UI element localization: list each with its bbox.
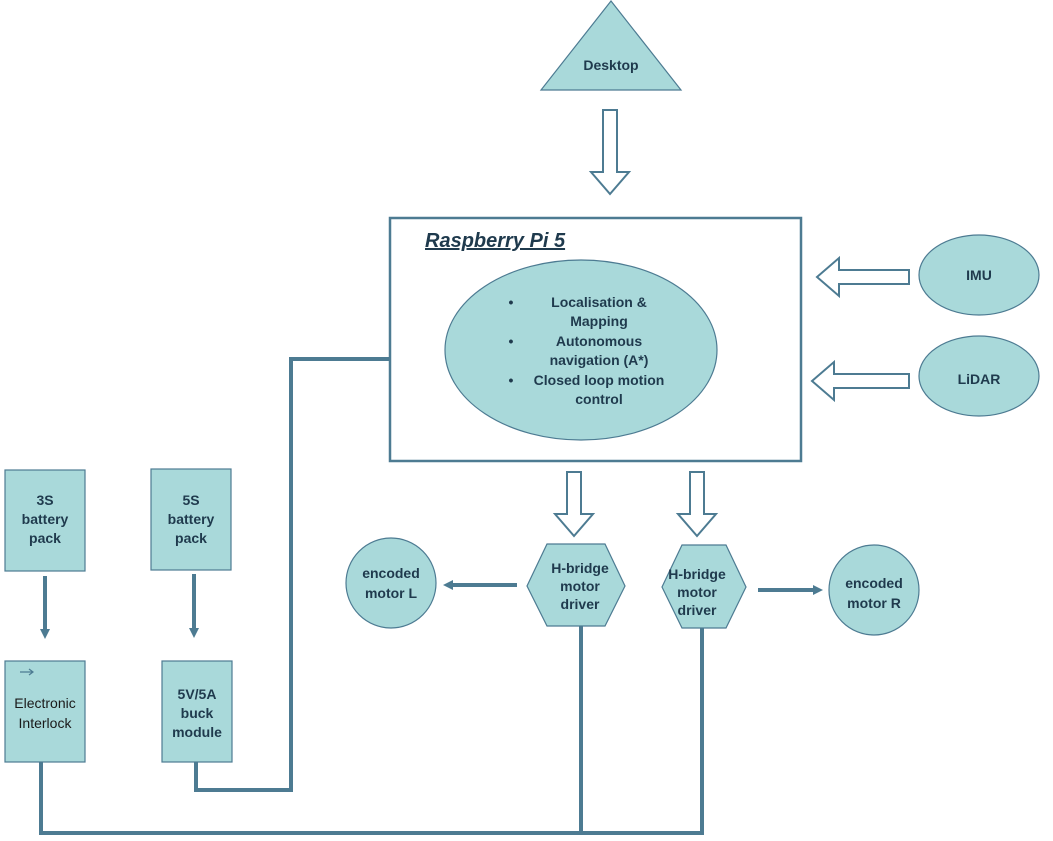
arrow-imu-to-pi bbox=[815, 255, 910, 299]
bullet-2: • bbox=[509, 333, 514, 349]
battery-3s-line-2: battery bbox=[22, 511, 69, 527]
wire-hbridge-r-return bbox=[581, 626, 704, 835]
hbridge-r-line-2: motor bbox=[677, 584, 717, 600]
battery-5s-node: 5S battery pack bbox=[150, 468, 232, 571]
pi-functions-ellipse bbox=[444, 259, 718, 441]
lidar-node: LiDAR bbox=[918, 335, 1040, 417]
hbridge-l-line-1: H-bridge bbox=[551, 560, 609, 576]
desktop-label: Desktop bbox=[583, 57, 638, 73]
function-3-line-1: Closed loop motion bbox=[534, 372, 665, 388]
pi-title: Raspberry Pi 5 bbox=[425, 230, 566, 252]
desktop-node: Desktop bbox=[539, 0, 683, 91]
raspberry-pi-block: Raspberry Pi 5 • Localisation & Mapping … bbox=[388, 216, 803, 463]
motor-l-line-2: motor L bbox=[365, 585, 418, 601]
function-2-line-1: Autonomous bbox=[556, 333, 643, 349]
bullet-3: • bbox=[509, 372, 514, 388]
pi-function-list: • Localisation & Mapping • Autonomous na… bbox=[509, 294, 665, 407]
motor-r-line-2: motor R bbox=[847, 595, 901, 611]
arrow-pi-to-hbridge-r bbox=[675, 471, 719, 538]
imu-node: IMU bbox=[918, 234, 1040, 316]
battery-5s-line-3: pack bbox=[175, 530, 207, 546]
interlock-line-1: Electronic bbox=[14, 695, 75, 711]
buck-line-2: buck bbox=[181, 705, 214, 721]
battery-3s-line-3: pack bbox=[29, 530, 61, 546]
motor-right-node: encoded motor R bbox=[828, 544, 920, 636]
wire-interlock-to-hbridge-l bbox=[39, 625, 583, 835]
lidar-label: LiDAR bbox=[958, 371, 1001, 387]
interlock-node: Electronic Interlock bbox=[4, 660, 86, 763]
arrow-desktop-to-pi bbox=[588, 109, 632, 196]
wire-pi-to-buck bbox=[194, 357, 392, 792]
interlock-line-2: Interlock bbox=[19, 715, 73, 731]
motor-r-line-1: encoded bbox=[845, 575, 903, 591]
hbridge-left-node: H-bridge motor driver bbox=[526, 543, 626, 627]
battery-3s-line-1: 3S bbox=[36, 492, 53, 508]
function-3-line-2: control bbox=[575, 391, 622, 407]
arrow-pi-to-hbridge-l bbox=[552, 471, 596, 538]
buck-line-3: module bbox=[172, 724, 222, 740]
small-arrow-icon bbox=[20, 668, 34, 676]
arrow-lidar-to-pi bbox=[810, 359, 910, 403]
hbridge-l-line-2: motor bbox=[560, 578, 600, 594]
function-1-line-2: Mapping bbox=[570, 313, 628, 329]
motor-l-line-1: encoded bbox=[362, 565, 420, 581]
buck-line-1: 5V/5A bbox=[178, 686, 217, 702]
bullet-1: • bbox=[509, 294, 514, 310]
buck-module-node: 5V/5A buck module bbox=[161, 660, 233, 763]
function-2-line-2: navigation (A*) bbox=[550, 352, 649, 368]
battery-5s-line-2: battery bbox=[168, 511, 215, 527]
function-1-line-1: Localisation & bbox=[551, 294, 647, 310]
motor-left-node: encoded motor L bbox=[345, 537, 437, 629]
hbridge-l-line-3: driver bbox=[561, 596, 600, 612]
hbridge-r-line-1: H-bridge bbox=[668, 566, 726, 582]
imu-label: IMU bbox=[966, 267, 992, 283]
hbridge-right-node: H-bridge motor driver bbox=[661, 544, 747, 629]
battery-5s-line-1: 5S bbox=[182, 492, 199, 508]
battery-3s-node: 3S battery pack bbox=[4, 469, 86, 572]
hbridge-r-line-3: driver bbox=[678, 602, 717, 618]
